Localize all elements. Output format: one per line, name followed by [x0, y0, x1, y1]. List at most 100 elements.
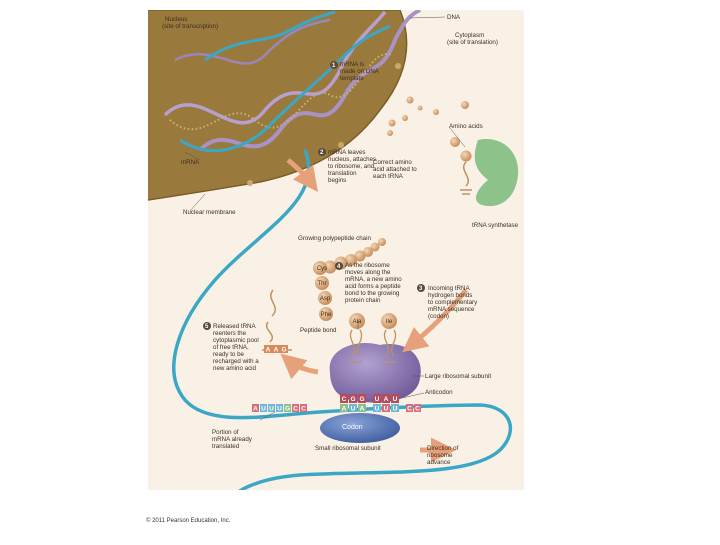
step-1-text: mRNA is made on DNA template	[340, 61, 380, 82]
step-text-line: Released tRNA	[213, 323, 257, 330]
mrna-translated-line: Portion of	[212, 429, 239, 436]
released-trna: A A G	[262, 289, 292, 354]
mrna-base: U	[393, 406, 398, 413]
amino-attached-line: each tRNA	[373, 173, 404, 180]
step-text-line: begins	[328, 177, 346, 184]
mrna-strand-nucleus	[179, 10, 391, 153]
step-4-text: As the ribosome moves along the mRNA, a …	[345, 262, 403, 304]
cytoplasm-label: Cytoplasm (site of translation)	[447, 32, 498, 46]
anticodon-bases: C G G U A U	[340, 394, 399, 403]
mrna-translated-line: mRNA already	[212, 436, 253, 443]
anticodon-base: G	[350, 396, 355, 403]
step-text-line: bond to the growing	[345, 290, 400, 297]
cytoplasm-label-line: (site of translation)	[447, 39, 498, 46]
step-text-line: (codon)	[428, 313, 449, 320]
copyright-notice: © 2011 Pearson Education, Inc.	[146, 518, 231, 524]
mrna-base: C	[293, 406, 298, 413]
mrna-base: A	[342, 406, 347, 413]
step-text-line: mRNA is	[340, 61, 364, 68]
mrna-base: U	[277, 406, 282, 413]
mrna-base: U	[375, 406, 380, 413]
anticodon-base: C	[342, 396, 347, 403]
step-text-line: acid forms a peptide	[345, 283, 401, 290]
step-text-line: recharged with a	[213, 358, 259, 365]
anticodon-base: A	[384, 396, 389, 403]
trna-base: A	[274, 347, 279, 354]
amino-acids-label: Amino acids	[449, 123, 483, 130]
mrna-translated-label: Portion of mRNA already translated	[212, 429, 254, 450]
step-text-line: to ribosome, and	[328, 163, 375, 170]
anticodon-label: Anticodon	[425, 389, 453, 396]
step-text-line: mRNA, a new amino	[345, 276, 402, 283]
trna-base: G	[281, 347, 286, 354]
amino-attached-line: Correct amino	[373, 159, 412, 166]
mrna-base: A	[253, 406, 258, 413]
labels: Nucleus (site of transcription) DNA Cyto…	[162, 14, 519, 466]
step-5-text: Released tRNA reenters the cytoplasmic p…	[213, 323, 260, 372]
trna-base: A	[266, 347, 271, 354]
codon-label: Codon	[342, 424, 363, 431]
amino-acid-pool	[387, 96, 469, 147]
trna-synthetase-label: tRNA synthetase	[472, 222, 519, 229]
step-text-line: translation	[328, 170, 357, 177]
nucleus-label-line: (site of transcription)	[162, 23, 218, 30]
amino-acid-label: Phe	[321, 312, 332, 318]
direction-label: Direction of ribosome advance	[427, 445, 460, 466]
nuclear-membrane-label: Nuclear membrane	[183, 209, 236, 216]
ribosome	[320, 329, 421, 443]
mrna-base: U	[269, 406, 274, 413]
peptide-bond-label: Peptide bond	[300, 327, 337, 334]
step-text-line: template	[340, 75, 364, 82]
step-text-line: moves along the	[345, 269, 391, 276]
step-text-line: As the ribosome	[345, 262, 390, 269]
mrna-base: C	[407, 406, 412, 413]
dna-label: DNA	[447, 14, 461, 21]
step-text-line: of free tRNA,	[213, 344, 249, 351]
anticodon-base: U	[393, 396, 398, 403]
trna-synthetase	[474, 139, 519, 207]
step-text-line: mRNA leaves	[328, 149, 365, 156]
step-number: 5	[205, 324, 209, 330]
step-text-line: made on DNA	[340, 68, 380, 75]
mrna-base: A	[360, 406, 365, 413]
step-text-line: hydrogen bonds	[428, 292, 472, 299]
step-text-line: nucleus, attaches	[328, 156, 376, 163]
step-number: 1	[332, 63, 336, 69]
amino-attached-label: Correct amino acid attached to each tRNA	[373, 159, 418, 180]
leader-lines	[184, 16, 466, 421]
charged-trna	[460, 150, 472, 195]
direction-line: Direction of	[427, 445, 459, 452]
step-text-line: mRNA sequence	[428, 306, 475, 313]
step-text-line: protein chain	[345, 297, 381, 304]
step-markers: 1 2 3 4 5	[203, 61, 425, 330]
small-subunit-label: Small ribosomal subunit	[315, 445, 381, 452]
step-text-line: to complementary	[428, 299, 478, 306]
amino-attached-line: acid attached to	[373, 166, 417, 173]
nucleus-label-line: Nucleus	[165, 16, 187, 23]
nucleus-label: Nucleus (site of transcription)	[162, 16, 218, 30]
amino-acid-label: Cys	[317, 266, 327, 272]
process-arrows	[280, 158, 468, 463]
step-text-line: ready to be	[213, 351, 245, 358]
growing-chain-label: Growing polypeptide chain	[298, 235, 371, 242]
mrna-base: U	[351, 406, 356, 413]
mrna-base: U	[384, 406, 389, 413]
mrna-bases: A U U U G C C A U A U U U C C	[252, 404, 421, 413]
amino-acid-label: Thr	[318, 281, 327, 287]
anticodon-base: U	[375, 396, 380, 403]
step-text-line: new amino acid	[213, 365, 257, 372]
mrna-base: C	[415, 406, 420, 413]
mrna-base: U	[261, 406, 266, 413]
mrna-base: G	[285, 406, 290, 413]
step-number: 2	[320, 150, 324, 156]
anticodon-base: G	[359, 396, 364, 403]
polypeptide-chain: Cys Thr Asp Phe Ala Ile	[313, 238, 397, 329]
mrna-label: mRNA	[181, 159, 200, 166]
large-subunit-label: Large ribosomal subunit	[425, 373, 491, 380]
step-2-text: mRNA leaves nucleus, attaches to ribosom…	[328, 149, 378, 184]
direction-line: advance	[427, 459, 451, 466]
cytoplasm-label-line: Cytoplasm	[455, 32, 484, 39]
step-text-line: Incoming tRNA	[428, 285, 470, 292]
step-number: 3	[419, 286, 423, 292]
